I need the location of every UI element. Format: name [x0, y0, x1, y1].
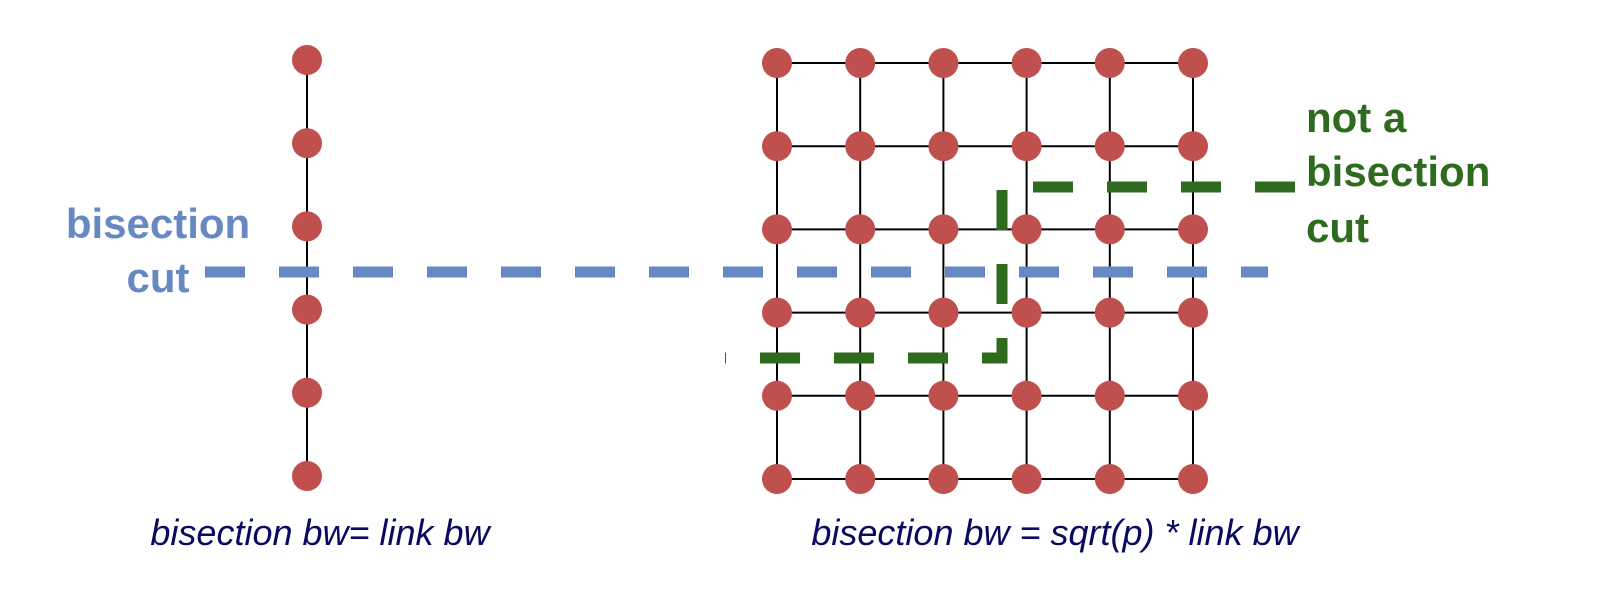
bisection-cut-label-line1: bisection [66, 200, 250, 247]
mesh-node [762, 48, 792, 78]
mesh-node [928, 131, 959, 162]
mesh-caption: bisection bw = sqrt(p) * link bw [811, 512, 1300, 553]
not-bisection-cut-label-line2: bisection [1306, 148, 1490, 195]
mesh-node [762, 131, 792, 162]
bisection-cut-label-line2: cut [127, 254, 190, 301]
mesh-node [1011, 131, 1042, 162]
mesh-network [762, 48, 1208, 494]
linear-array-node [292, 294, 322, 325]
mesh-node [1178, 48, 1208, 78]
mesh-node [1094, 380, 1125, 411]
mesh-node [928, 214, 959, 245]
mesh-node [1178, 380, 1208, 411]
mesh-node [762, 297, 792, 328]
mesh-node [845, 214, 876, 245]
not-bisection-cut-label-line3: cut [1306, 204, 1369, 251]
mesh-node [1094, 464, 1125, 494]
mesh-node [1094, 297, 1125, 328]
not-bisection-cut-label-line1: not a [1306, 94, 1407, 141]
mesh-node [762, 464, 792, 494]
linear-array-node [292, 128, 322, 159]
mesh-node [845, 48, 876, 78]
linear-array-node [292, 45, 322, 75]
mesh-node [1178, 297, 1208, 328]
mesh-node [1178, 214, 1208, 245]
linear-array-network [292, 45, 322, 491]
mesh-node [928, 464, 959, 494]
mesh-node [1094, 214, 1125, 245]
mesh-node [928, 48, 959, 78]
linear-array-node [292, 461, 322, 491]
linear-array-node [292, 211, 322, 242]
mesh-node [762, 214, 792, 245]
non-bisection-cut-line [725, 181, 1295, 364]
linear-array-node [292, 377, 322, 408]
mesh-node [762, 380, 792, 411]
mesh-node [1011, 48, 1042, 78]
mesh-node [928, 297, 959, 328]
mesh-node [928, 380, 959, 411]
mesh-node [1011, 464, 1042, 494]
mesh-node [1011, 380, 1042, 411]
mesh-node [845, 380, 876, 411]
mesh-node [1178, 131, 1208, 162]
mesh-node [1094, 48, 1125, 78]
mesh-node [845, 297, 876, 328]
mesh-node [1178, 464, 1208, 494]
mesh-node [1011, 214, 1042, 245]
linear-array-nodes [292, 45, 322, 491]
mesh-nodes [762, 48, 1208, 494]
mesh-node [1011, 297, 1042, 328]
mesh-node [845, 131, 876, 162]
mesh-node [1094, 131, 1125, 162]
linear-array-caption: bisection bw= link bw [150, 512, 491, 553]
mesh-node [845, 464, 876, 494]
